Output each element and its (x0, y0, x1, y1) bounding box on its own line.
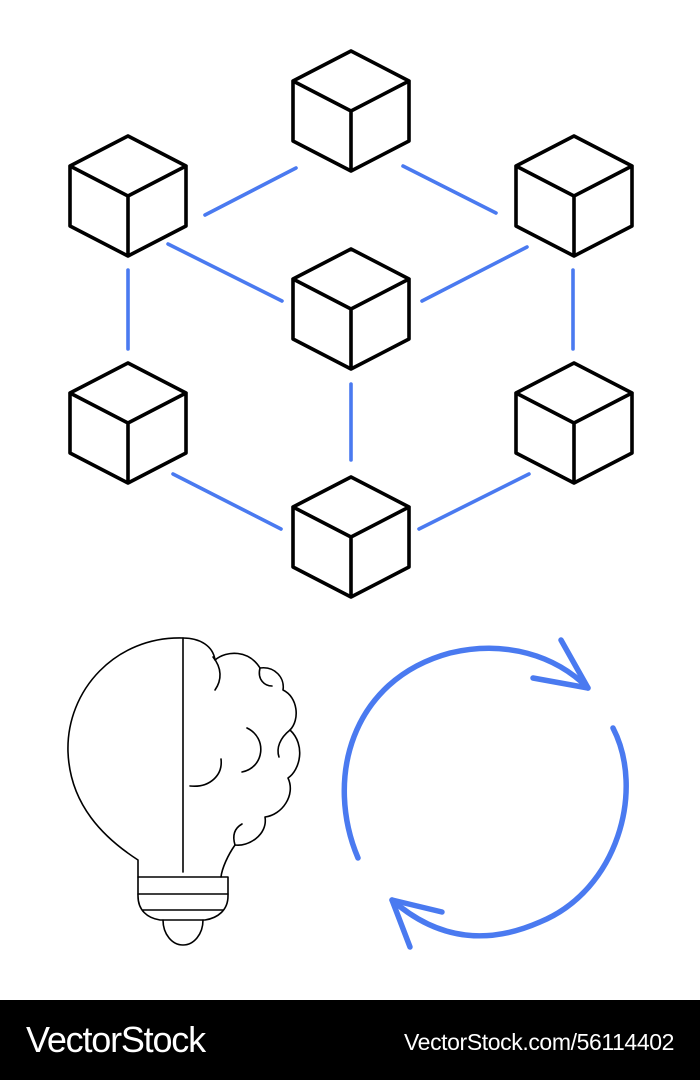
image-id: VectorStock.com/56114402 (404, 1029, 674, 1055)
refresh-cycle-icon (341, 637, 629, 950)
network-links (126, 164, 575, 531)
link-left-center (166, 242, 284, 303)
cube-icon (291, 475, 411, 599)
lightbulb-brain-icon (67, 637, 301, 946)
watermark-bar: VectorStock VectorStock.com/56114402 (0, 1000, 700, 1080)
cube-icon (68, 134, 188, 258)
link-top-left (203, 166, 298, 217)
cube-icon (291, 247, 411, 371)
link-bottom-right (417, 472, 531, 531)
cube-icon (514, 361, 634, 485)
link-top-right (401, 164, 498, 215)
cube-icon (291, 49, 411, 173)
illustration (67, 49, 634, 950)
brand-logo: VectorStock (26, 1019, 206, 1060)
cube-icon (514, 134, 634, 258)
cube-icon (68, 361, 188, 485)
link-bottom-left (171, 472, 283, 531)
link-right-center (420, 245, 529, 303)
